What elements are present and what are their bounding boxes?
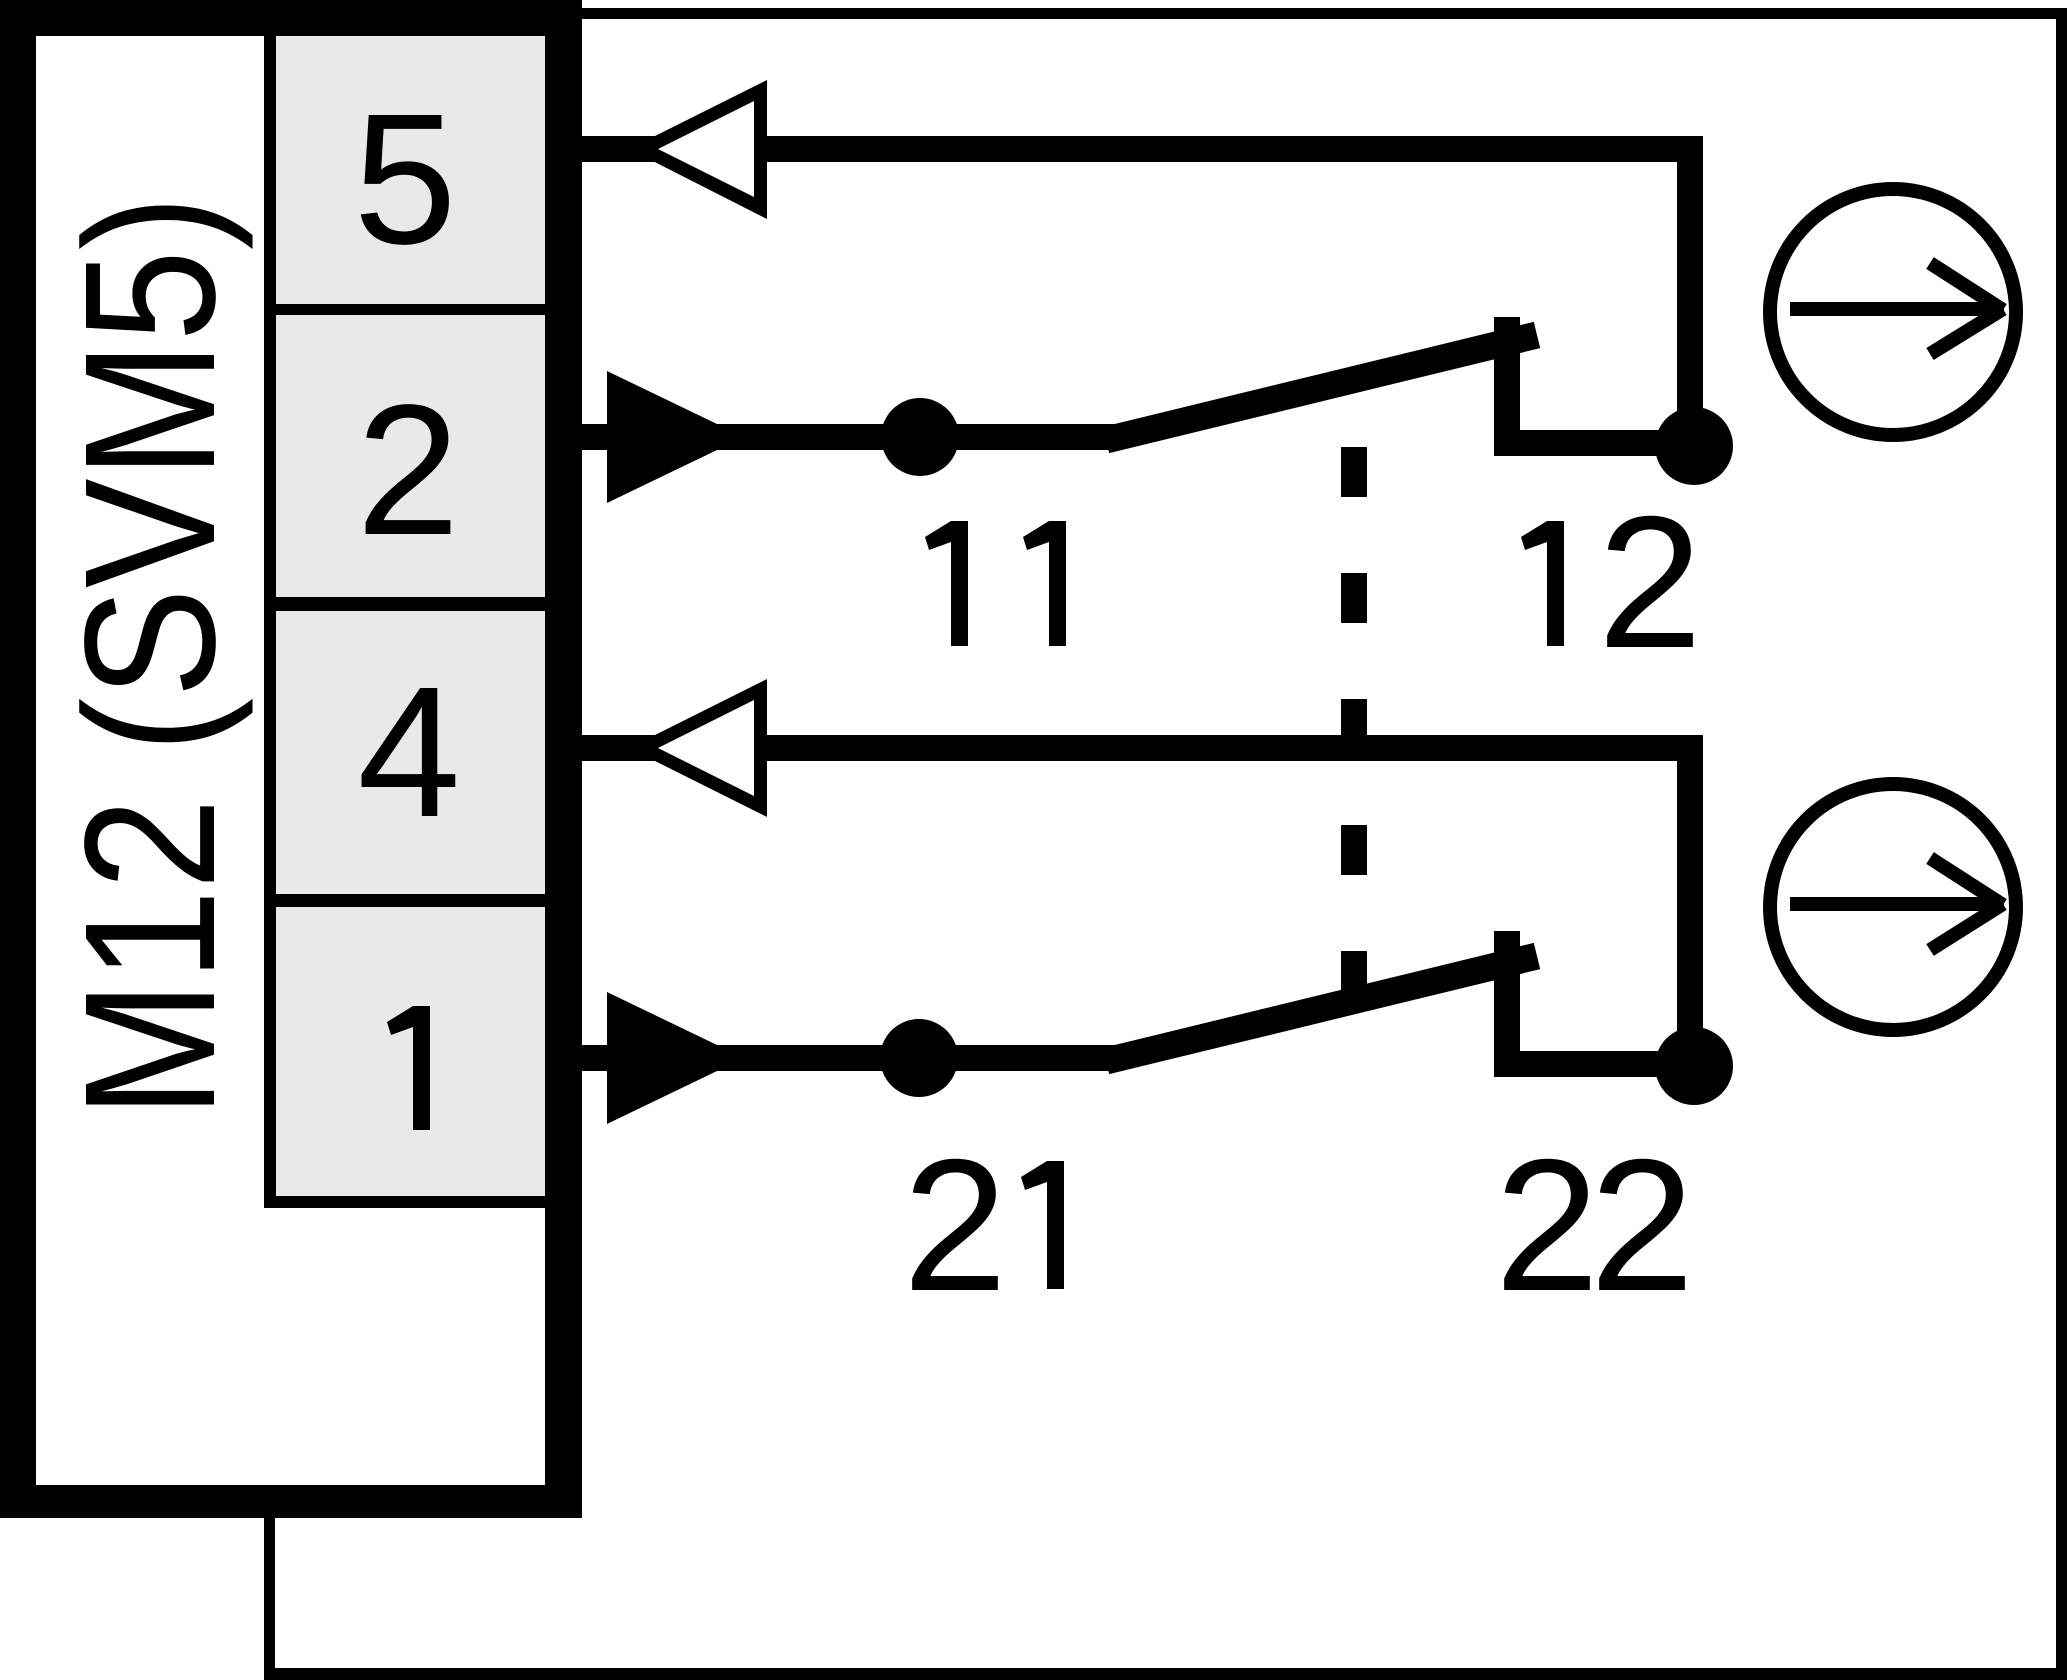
svg-text:M12 (SVM5): M12 (SVM5) <box>47 195 255 1118</box>
svg-text:2: 2 <box>356 367 459 574</box>
svg-text:4: 4 <box>357 649 460 856</box>
svg-text:5: 5 <box>353 76 456 283</box>
svg-text:2: 2 <box>903 1120 1008 1330</box>
svg-text:2: 2 <box>1495 1120 1600 1330</box>
svg-text:2: 2 <box>1590 1120 1695 1330</box>
svg-text:2: 2 <box>1598 477 1703 687</box>
